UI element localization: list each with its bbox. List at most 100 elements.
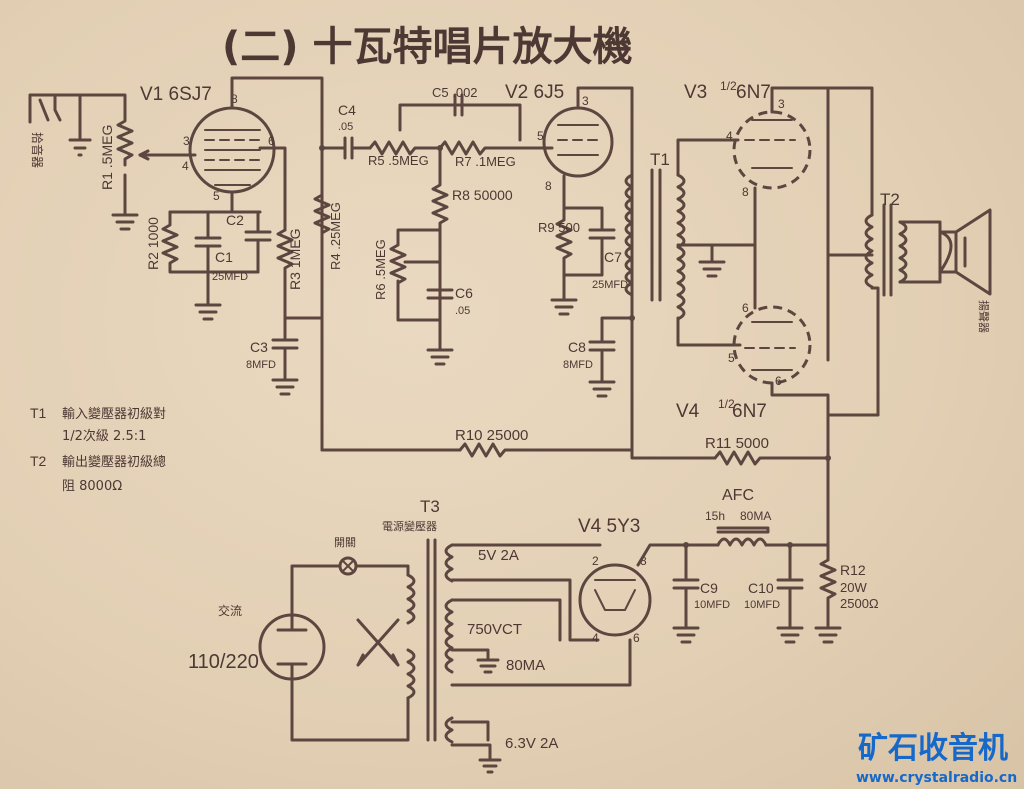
note-t2-sym: T2 bbox=[30, 453, 47, 469]
r12-watt: 20W bbox=[840, 580, 867, 595]
v4-half-label: V4 bbox=[676, 401, 700, 422]
r6-label: R6 .5MEG bbox=[373, 239, 388, 300]
c9-label: C9 bbox=[700, 580, 718, 596]
c3-value: 8MFD bbox=[246, 359, 276, 371]
r12-label: R12 bbox=[840, 562, 866, 578]
pickup-label: 拾音器 bbox=[30, 132, 45, 168]
v4-half-type: 6N7 bbox=[732, 401, 767, 422]
t3-label: T3 bbox=[420, 497, 440, 516]
tube-v4-rectifier: V4 5Y3 2 8 4 6 bbox=[578, 516, 652, 645]
afc-inductance: 15h bbox=[705, 509, 725, 523]
r4-label: R4 .25MEG bbox=[328, 202, 343, 270]
v4r-pin2: 2 bbox=[592, 554, 599, 568]
junction-dots bbox=[319, 145, 831, 548]
v3-pin8: 8 bbox=[742, 185, 749, 199]
v1-pin3: 3 bbox=[183, 134, 190, 148]
r11-label: R11 5000 bbox=[705, 435, 769, 452]
resistor-r12: R12 20W 2500Ω bbox=[814, 558, 879, 644]
c5-label: C5 .002 bbox=[432, 85, 478, 100]
c1-label: C1 bbox=[215, 249, 233, 265]
power-switch-icon[interactable]: 開關 bbox=[334, 536, 358, 576]
v1-pin8: 8 bbox=[231, 92, 238, 106]
v3-pin3: 3 bbox=[778, 97, 785, 111]
r5-label: R5 .5MEG bbox=[368, 153, 429, 168]
v4r-pin4: 4 bbox=[592, 631, 599, 645]
watermark-logo: 矿石收音机 bbox=[858, 731, 1008, 766]
sec-750-label: 750VCT bbox=[467, 621, 522, 638]
pickup-jack: 拾音器 bbox=[28, 93, 92, 168]
r2-label: R2 1000 bbox=[145, 217, 161, 270]
choke-afc: AFC 15h 80MA bbox=[705, 487, 830, 547]
r9-label: R9 500 bbox=[538, 220, 580, 235]
t1-label: T1 bbox=[650, 150, 670, 169]
mains-label: 110/220 bbox=[188, 651, 259, 673]
note-t1-sym: T1 bbox=[30, 405, 47, 421]
v1-pin6: 6 bbox=[268, 134, 275, 148]
resistor-r2: R2 1000 bbox=[145, 210, 260, 274]
tube-v1: V1 6SJ7 8 3 6 4 5 bbox=[140, 84, 276, 203]
v4-half-pin6: 6 bbox=[742, 301, 749, 315]
note-t1-ratio: 1/2次級 2.5:1 bbox=[62, 428, 146, 444]
resistor-r3: R3 1MEG bbox=[276, 228, 324, 320]
r1-label: R1 .5MEG bbox=[99, 125, 115, 190]
resistor-r8: R8 50000 bbox=[431, 146, 513, 352]
t2-label: T2 bbox=[880, 190, 900, 209]
notes-block: T1 輸入變壓器初級對 1/2次級 2.5:1 T2 輸出變壓器初級總 阻 80… bbox=[30, 405, 166, 494]
capacitor-c8: C8 8MFD bbox=[563, 316, 634, 398]
c6-value: .05 bbox=[455, 305, 470, 317]
v4-rectifier-label: V4 5Y3 bbox=[578, 516, 640, 537]
c10-label: C10 bbox=[748, 580, 774, 596]
c6-label: C6 bbox=[455, 285, 473, 301]
ac-label: 交流 bbox=[218, 603, 242, 618]
r3-label: R3 1MEG bbox=[287, 229, 303, 290]
r8-label: R8 50000 bbox=[452, 187, 513, 203]
v2-pin5: 5 bbox=[537, 129, 544, 143]
mains-plug: 交流 110/220 bbox=[188, 603, 326, 681]
sec-63v-label: 6.3V 2A bbox=[505, 735, 558, 752]
switch-label: 開關 bbox=[334, 536, 356, 549]
capacitor-c6: C6 .05 bbox=[426, 285, 473, 366]
transformer-t3 bbox=[406, 538, 454, 744]
resistor-r1: R1 .5MEG bbox=[99, 113, 187, 190]
capacitor-c3: C3 8MFD bbox=[246, 316, 299, 396]
v4r-pin6: 6 bbox=[633, 631, 640, 645]
v3-half: 1/2 bbox=[720, 79, 737, 93]
v1-pin5: 5 bbox=[213, 189, 220, 203]
transformer-t1: T1 bbox=[624, 150, 686, 321]
v3-pin4: 4 bbox=[726, 129, 733, 143]
site-watermark: 矿石收音机 www.crystalradio.cn bbox=[856, 731, 1017, 786]
v4-half-pin5: 5 bbox=[728, 351, 735, 365]
c7-value: 25MFD bbox=[592, 279, 628, 291]
resistor-r9: R9 500 bbox=[538, 206, 580, 316]
v3-type: 6N7 bbox=[736, 82, 771, 103]
capacitor-c10: C10 10MFD bbox=[744, 543, 804, 644]
resistor-r7: R7 .1MEG bbox=[438, 140, 554, 169]
capacitor-c4: C4 .05 bbox=[320, 102, 372, 160]
speaker-icon: 揚聲器 bbox=[928, 208, 992, 333]
v1-label: V1 6SJ7 bbox=[140, 84, 212, 105]
capacitor-c9: C9 10MFD bbox=[672, 543, 730, 644]
r7-label: R7 .1MEG bbox=[455, 154, 516, 169]
c1-value: 25MFD bbox=[212, 271, 248, 283]
tube-v3: V3 1/2 6N7 3 4 8 bbox=[684, 79, 812, 199]
note-t2-text: 輸出變壓器初級總 bbox=[62, 454, 166, 470]
resistor-r5: R5 .5MEG bbox=[368, 103, 522, 168]
resistor-r10: R10 25000 bbox=[455, 427, 634, 458]
watermark-url: www.crystalradio.cn bbox=[856, 770, 1017, 786]
capacitor-c2: C2 bbox=[226, 210, 272, 274]
note-t1-text: 輸入變壓器初級對 bbox=[62, 406, 166, 422]
resistor-r4: R4 .25MEG bbox=[313, 193, 343, 270]
sec-80ma-label: 80MA bbox=[506, 657, 545, 674]
t3-name: 電源變壓器 bbox=[382, 519, 437, 533]
note-t2-impedance: 阻 8000Ω bbox=[62, 479, 122, 494]
resistor-r6: R6 .5MEG bbox=[373, 228, 442, 322]
r12-value: 2500Ω bbox=[840, 596, 879, 611]
c4-label: C4 bbox=[338, 102, 356, 118]
capacitor-c5: C5 .002 bbox=[432, 85, 478, 117]
speaker-label: 揚聲器 bbox=[977, 300, 991, 333]
c8-value: 8MFD bbox=[563, 359, 593, 371]
transformer-t2: T2 bbox=[864, 190, 908, 297]
c3-label: C3 bbox=[250, 339, 268, 355]
